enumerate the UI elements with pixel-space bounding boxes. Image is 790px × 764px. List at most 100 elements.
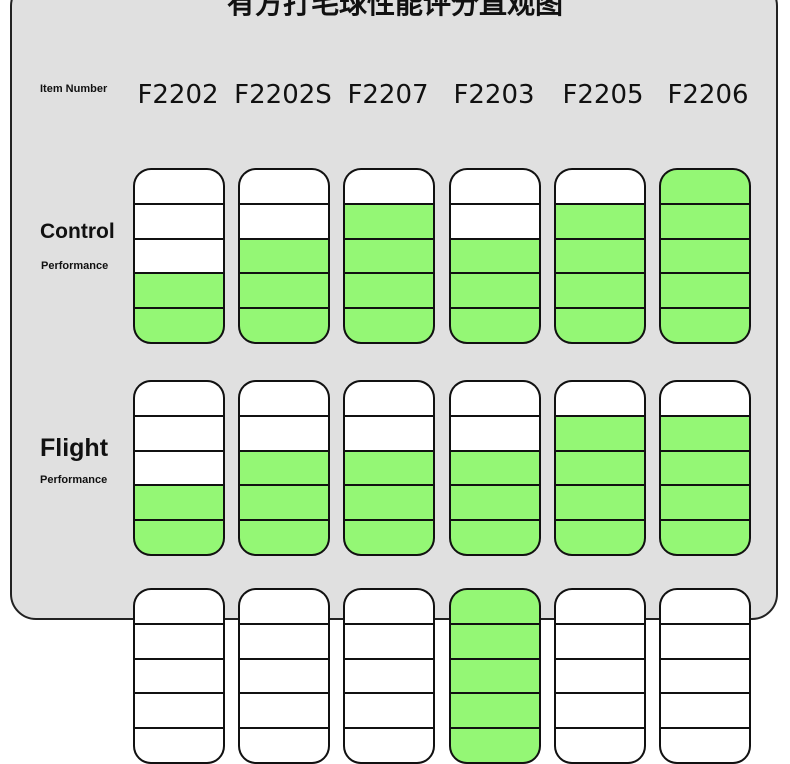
rating-segment-empty — [345, 382, 433, 415]
chart-title: 有方打毛球性能评分直观图 — [226, 0, 563, 20]
rating-segment-filled — [451, 657, 539, 693]
rating-segment-filled — [345, 237, 433, 273]
item-header-f2207: F2207 — [347, 80, 429, 110]
rating-segment-filled — [451, 449, 539, 485]
rating-segment-empty — [661, 382, 749, 415]
rating-segment-empty — [556, 692, 644, 728]
item-header-f2202: F2202 — [137, 80, 219, 110]
rating-segment-filled — [345, 484, 433, 520]
rating-segment-filled — [345, 449, 433, 485]
rating-segment-empty — [240, 692, 328, 728]
rating-segment-filled — [556, 272, 644, 308]
rating-segment-filled — [240, 519, 328, 554]
flight-bar-f2206 — [659, 380, 751, 556]
rating-segment-empty — [135, 449, 223, 485]
control-label: Control — [40, 220, 115, 243]
rating-segment-filled — [451, 484, 539, 520]
rating-segment-filled — [135, 272, 223, 308]
rating-segment-filled — [240, 237, 328, 273]
rating-segment-empty — [661, 727, 749, 762]
row3-bar-f2205 — [554, 588, 646, 764]
rating-segment-filled — [345, 307, 433, 342]
rating-segment-empty — [661, 657, 749, 693]
rating-segment-filled — [451, 692, 539, 728]
row3-bar-f2206 — [659, 588, 751, 764]
rating-segment-empty — [240, 590, 328, 623]
rating-segment-filled — [240, 449, 328, 485]
flight-bar-f2202s — [238, 380, 330, 556]
rating-segment-empty — [451, 202, 539, 238]
row3-bar-f2202s — [238, 588, 330, 764]
rating-segment-filled — [240, 307, 328, 342]
rating-segment-empty — [240, 414, 328, 450]
rating-segment-empty — [556, 622, 644, 658]
control-bar-f2202s — [238, 168, 330, 344]
rating-segment-filled — [556, 414, 644, 450]
control-bar-f2206 — [659, 168, 751, 344]
row3-bar-f2202 — [133, 588, 225, 764]
item-header-f2206: F2206 — [667, 80, 749, 110]
rating-segment-empty — [556, 727, 644, 762]
rating-segment-empty — [661, 590, 749, 623]
rating-segment-filled — [451, 272, 539, 308]
rating-segment-filled — [135, 519, 223, 554]
rating-segment-empty — [661, 692, 749, 728]
rating-segment-empty — [345, 170, 433, 203]
rating-segment-empty — [556, 657, 644, 693]
rating-segment-empty — [240, 657, 328, 693]
rating-segment-filled — [556, 307, 644, 342]
rating-segment-filled — [451, 519, 539, 554]
rating-segment-filled — [451, 622, 539, 658]
rating-segment-empty — [240, 382, 328, 415]
rating-segment-filled — [240, 272, 328, 308]
control-bar-f2202 — [133, 168, 225, 344]
rating-segment-empty — [135, 622, 223, 658]
rating-segment-empty — [345, 727, 433, 762]
rating-segment-filled — [661, 202, 749, 238]
rating-segment-empty — [135, 237, 223, 273]
rating-segment-filled — [661, 519, 749, 554]
rating-segment-empty — [345, 590, 433, 623]
rating-segment-empty — [451, 382, 539, 415]
control-bar-f2205 — [554, 168, 646, 344]
item-header-f2205: F2205 — [562, 80, 644, 110]
rating-segment-filled — [556, 519, 644, 554]
rating-segment-empty — [135, 202, 223, 238]
rating-segment-empty — [451, 170, 539, 203]
control-bar-f2203 — [449, 168, 541, 344]
rating-segment-filled — [661, 170, 749, 203]
flight-sublabel: Performance — [40, 474, 108, 486]
rating-segment-empty — [135, 692, 223, 728]
rating-segment-filled — [661, 449, 749, 485]
rating-segment-filled — [661, 484, 749, 520]
rating-segment-empty — [135, 382, 223, 415]
flight-label: Flight — [40, 434, 109, 462]
rating-segment-filled — [661, 272, 749, 308]
rating-segment-filled — [556, 237, 644, 273]
rating-segment-empty — [345, 657, 433, 693]
item-header-f2203: F2203 — [453, 80, 535, 110]
rating-segment-filled — [451, 237, 539, 273]
rating-segment-empty — [135, 414, 223, 450]
rating-segment-filled — [556, 202, 644, 238]
item-header-f2202s: F2202S — [234, 80, 332, 110]
rating-segment-filled — [661, 237, 749, 273]
rating-segment-empty — [345, 622, 433, 658]
rating-segment-empty — [661, 622, 749, 658]
flight-bar-f2203 — [449, 380, 541, 556]
rating-segment-filled — [345, 519, 433, 554]
control-sublabel: Performance — [41, 260, 109, 272]
rating-segment-empty — [135, 170, 223, 203]
row3-bar-f2203 — [449, 588, 541, 764]
rating-segment-empty — [240, 202, 328, 238]
rating-segment-filled — [240, 484, 328, 520]
flight-bar-f2205 — [554, 380, 646, 556]
rating-segment-empty — [345, 414, 433, 450]
rating-segment-empty — [240, 622, 328, 658]
rating-segment-empty — [556, 170, 644, 203]
rating-segment-filled — [661, 414, 749, 450]
rating-segment-filled — [345, 272, 433, 308]
control-bar-f2207 — [343, 168, 435, 344]
row3-bar-f2207 — [343, 588, 435, 764]
rating-segment-filled — [451, 727, 539, 762]
